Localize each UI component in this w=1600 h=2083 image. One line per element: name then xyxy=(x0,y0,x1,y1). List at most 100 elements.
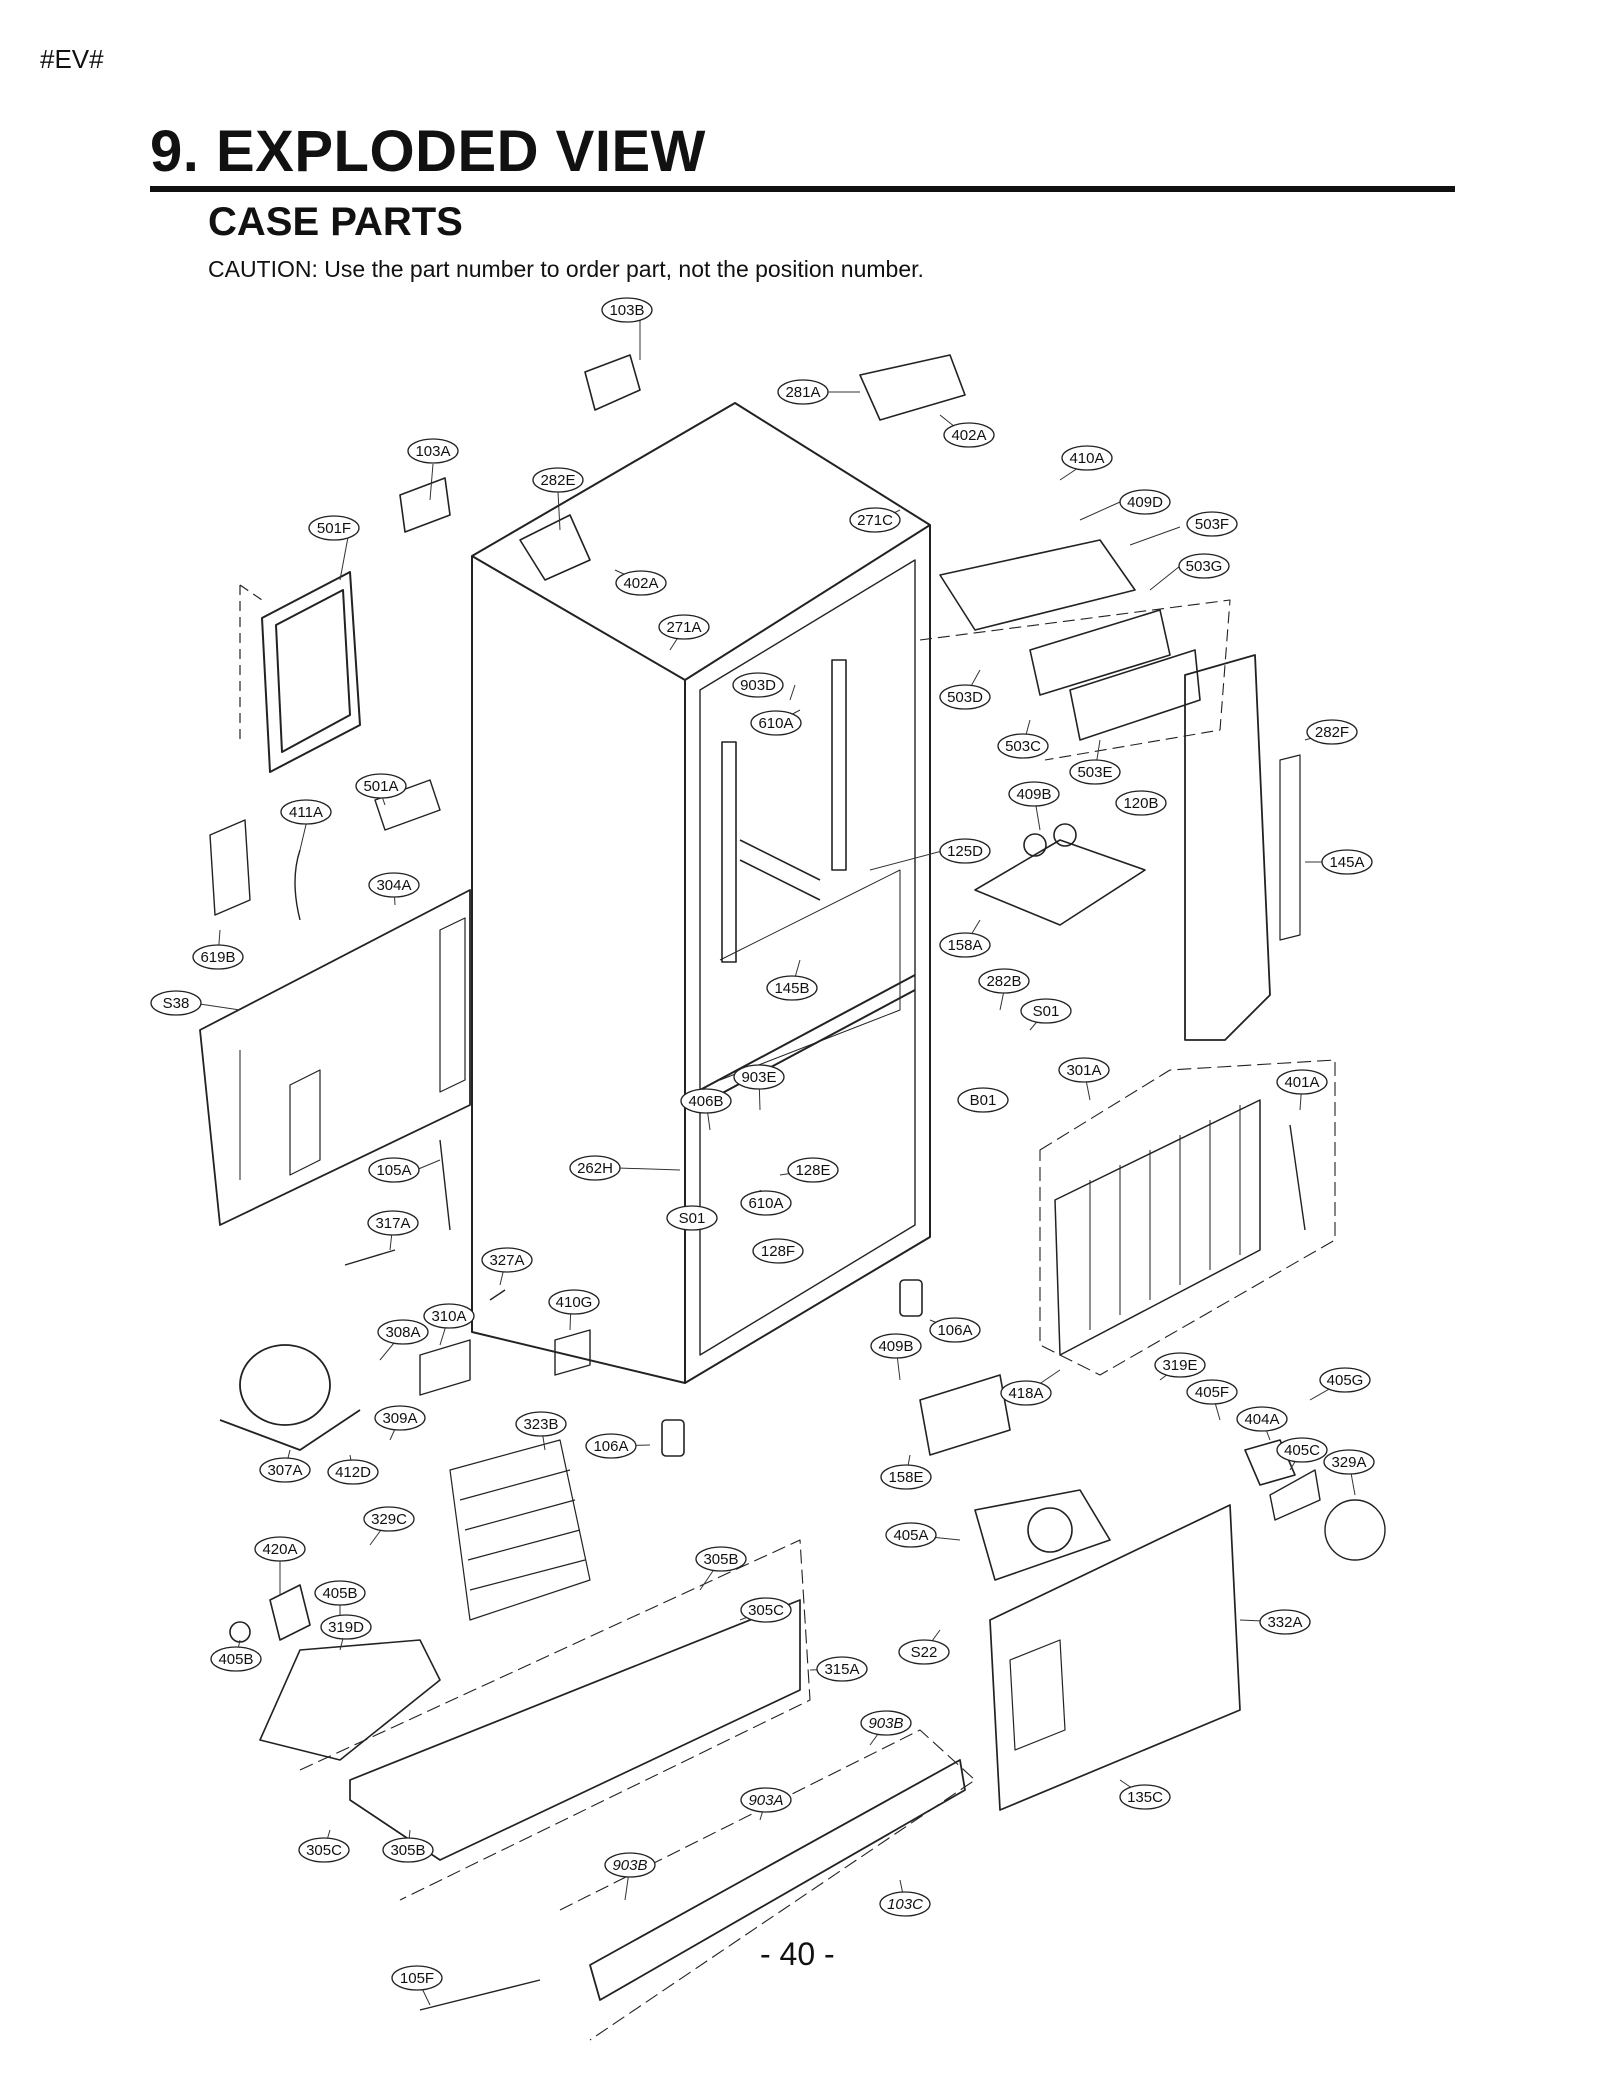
callout-402a: 402A xyxy=(943,422,995,448)
callout-bubble xyxy=(740,1597,792,1623)
callout-409b: 409B xyxy=(1008,781,1060,807)
callout-text: 405B xyxy=(322,1585,357,1602)
callout-bubble xyxy=(308,515,360,541)
callout-bubble xyxy=(777,379,829,405)
callout-301a: 301A xyxy=(1058,1057,1110,1083)
callout-404a: 404A xyxy=(1236,1406,1288,1432)
callout-310a: 310A xyxy=(423,1303,475,1329)
lamp-cover xyxy=(974,823,1146,926)
callout-106a: 106A xyxy=(929,1317,981,1343)
callout-text: S01 xyxy=(1033,1003,1060,1020)
callout-418a: 418A xyxy=(1000,1380,1052,1406)
compressor xyxy=(219,1344,361,1451)
callout-text: 317A xyxy=(375,1215,410,1232)
callout-text: 411A xyxy=(289,804,323,821)
callout-402a: 402A xyxy=(615,570,667,596)
callout-bubble xyxy=(377,1319,429,1345)
callout-bubble xyxy=(978,968,1030,994)
callout-503c: 503C xyxy=(997,733,1049,759)
callout-text: 619B xyxy=(200,949,235,966)
callout-bubble xyxy=(210,1646,262,1672)
callout-bubble xyxy=(1069,759,1121,785)
callout-text: 310A xyxy=(431,1308,466,1325)
callout-text: 135C xyxy=(1127,1789,1163,1806)
callout-329c: 329C xyxy=(363,1506,415,1532)
callout-bubble xyxy=(885,1522,937,1548)
callout-bubble xyxy=(314,1580,366,1606)
callout-bubble xyxy=(374,1405,426,1431)
callout-bubble xyxy=(604,1852,656,1878)
callout-105f: 105F xyxy=(391,1965,443,1991)
callout-bubble xyxy=(601,297,653,323)
callout-bubble xyxy=(1115,790,1167,816)
callout-text: 412D xyxy=(335,1464,371,1481)
callout-282b: 282B xyxy=(978,968,1030,994)
callout-text: 145A xyxy=(1329,854,1364,871)
callout-bubble xyxy=(939,932,991,958)
callout-bubble xyxy=(548,1289,600,1315)
callout-412d: 412D xyxy=(327,1459,379,1485)
top-hinge-parts xyxy=(399,354,966,581)
callout-text: 903E xyxy=(741,1069,776,1086)
callout-text: 405B xyxy=(218,1651,253,1668)
callout-text: 305B xyxy=(390,1842,425,1859)
title-rule xyxy=(150,186,1455,192)
callout-262h: 262H xyxy=(569,1155,621,1181)
callout-409b: 409B xyxy=(870,1333,922,1359)
callout-bubble xyxy=(368,872,420,898)
callout-315a: 315A xyxy=(816,1656,868,1682)
callout-305c: 305C xyxy=(740,1597,792,1623)
callout-bubble xyxy=(363,1506,415,1532)
callout-text: 120B xyxy=(1123,795,1158,812)
callout-304a: 304A xyxy=(368,872,420,898)
callout-bubble xyxy=(816,1656,868,1682)
callout-bubble xyxy=(750,710,802,736)
callout-271a: 271A xyxy=(658,614,710,640)
callout-text: 404A xyxy=(1244,1411,1279,1428)
callout-bubble xyxy=(939,838,991,864)
callout-s01: S01 xyxy=(666,1205,718,1231)
callout-text: 329A xyxy=(1331,1454,1366,1471)
callout-305b: 305B xyxy=(695,1546,747,1572)
callout-text: 409D xyxy=(1127,494,1163,511)
callout-319e: 319E xyxy=(1154,1352,1206,1378)
callout-text: 282B xyxy=(986,973,1021,990)
callout-bubble xyxy=(870,1333,922,1359)
callout-503e: 503E xyxy=(1069,759,1121,785)
front-grille xyxy=(559,1729,976,2041)
callout-bubble xyxy=(1186,1379,1238,1405)
leveling-legs xyxy=(661,1279,1011,1457)
callout-text: B01 xyxy=(970,1092,997,1109)
callout-text: 103C xyxy=(887,1896,923,1913)
callout-bubble xyxy=(898,1639,950,1665)
corner-tag: #EV# xyxy=(40,44,104,74)
callout-329a: 329A xyxy=(1323,1449,1375,1475)
callout-text: 405C xyxy=(1284,1442,1320,1459)
callout-bubble xyxy=(752,1238,804,1264)
callout-410a: 410A xyxy=(1061,445,1113,471)
callout-s01: S01 xyxy=(1020,998,1072,1024)
callout-text: 319D xyxy=(328,1619,364,1636)
callout-bubble xyxy=(740,1787,792,1813)
callout-text: 409B xyxy=(878,1338,913,1355)
cabinet-rails xyxy=(721,659,847,963)
callout-text: 125D xyxy=(947,843,983,860)
callout-text: 304A xyxy=(376,877,411,894)
callout-158e: 158E xyxy=(880,1464,932,1490)
callout-bubble xyxy=(327,1459,379,1485)
callout-bubble xyxy=(1154,1352,1206,1378)
base-plate xyxy=(299,1539,811,1901)
callout-903d: 903D xyxy=(732,672,784,698)
gasket-frame xyxy=(239,571,361,773)
callout-bubble xyxy=(943,422,995,448)
callout-text: S38 xyxy=(163,995,190,1012)
callout-305b: 305B xyxy=(382,1837,434,1863)
callout-bubble xyxy=(666,1205,718,1231)
callout-103a: 103A xyxy=(407,438,459,464)
callout-411a: 411A xyxy=(280,799,332,825)
callout-text: 329C xyxy=(371,1511,407,1528)
callout-text: 405G xyxy=(1327,1372,1364,1389)
callout-bubble xyxy=(939,684,991,710)
callout-319d: 319D xyxy=(320,1614,372,1640)
callout-text: 271A xyxy=(666,619,701,636)
